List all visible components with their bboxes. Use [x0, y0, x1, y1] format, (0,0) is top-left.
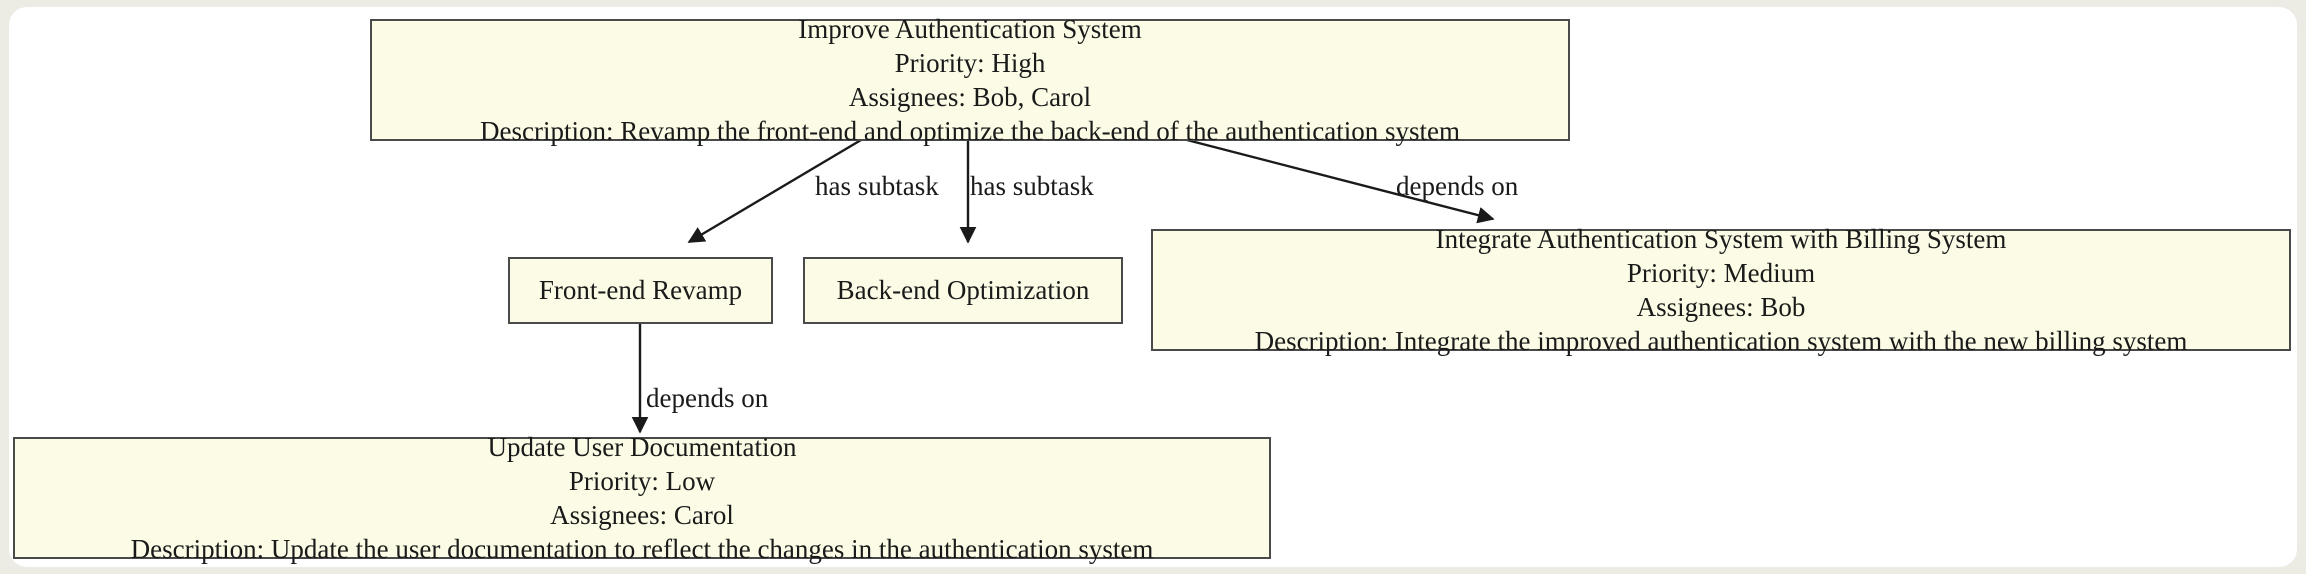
task-dependency-diagram: Improve Authentication System Priority: … [9, 7, 2297, 567]
node-title: Back-end Optimization [836, 275, 1090, 306]
node-improve-authentication-system[interactable]: Improve Authentication System Priority: … [370, 14, 1570, 146]
node-title: Front-end Revamp [538, 275, 743, 306]
edge-label-improve-to-backend: has subtask [970, 171, 1094, 201]
edge-label-improve-to-integrate: depends on [1396, 171, 1519, 201]
node-priority: Priority: Low [568, 465, 716, 496]
node-description: Description: Update the user documentati… [130, 534, 1154, 565]
node-title: Update User Documentation [487, 431, 797, 462]
node-assignees: Assignees: Carol [550, 500, 734, 530]
node-title: Integrate Authentication System with Bil… [1435, 223, 2007, 254]
node-update-user-documentation[interactable]: Update User Documentation Priority: Low … [13, 432, 1271, 564]
node-description: Description: Integrate the improved auth… [1254, 326, 2188, 357]
diagram-card: Improve Authentication System Priority: … [9, 7, 2297, 567]
edge-label-frontend-to-update-docs: depends on [646, 383, 769, 413]
node-integrate-authentication-system-with-billing-system[interactable]: Integrate Authentication System with Bil… [1151, 224, 2291, 356]
node-title: Improve Authentication System [798, 13, 1142, 44]
node-description: Description: Revamp the front-end and op… [480, 116, 1460, 147]
node-assignees: Assignees: Bob [1636, 292, 1806, 322]
node-assignees: Assignees: Bob, Carol [848, 82, 1092, 112]
node-priority: Priority: High [894, 47, 1046, 78]
node-priority: Priority: Medium [1626, 257, 1816, 288]
node-front-end-revamp[interactable]: Front-end Revamp [508, 257, 773, 324]
edge-label-improve-to-frontend: has subtask [815, 171, 939, 201]
node-back-end-optimization[interactable]: Back-end Optimization [803, 257, 1123, 324]
